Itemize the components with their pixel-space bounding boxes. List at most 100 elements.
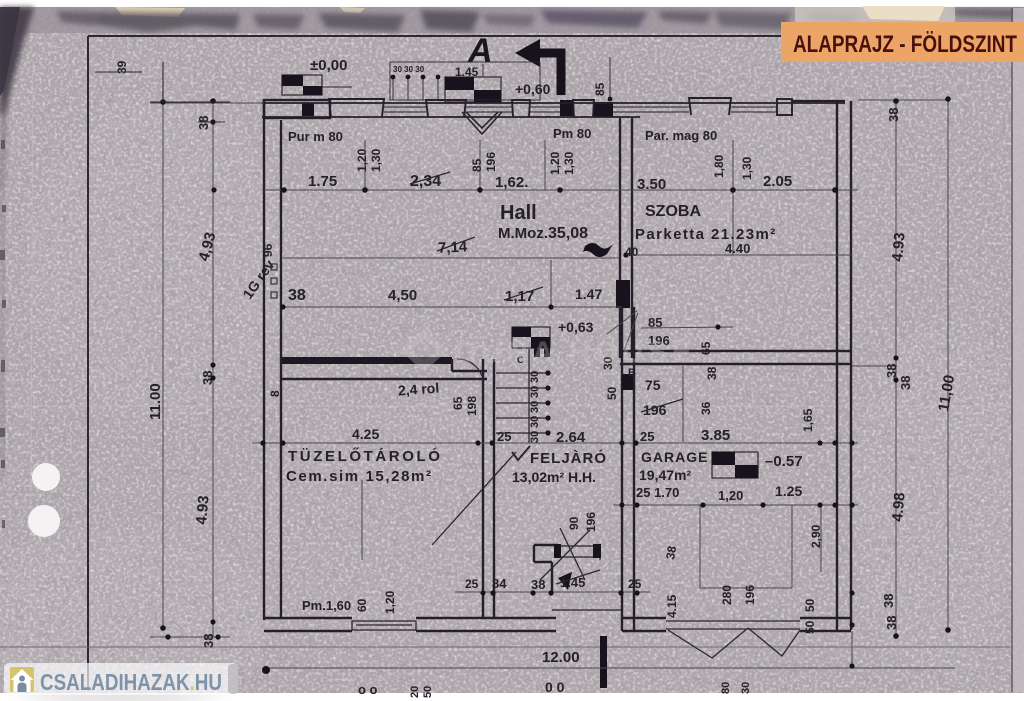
svg-text:Pm.1,60: Pm.1,60 [302, 598, 351, 613]
svg-text:4.98: 4.98 [889, 492, 908, 523]
svg-text:196: 196 [743, 585, 757, 605]
svg-text:38: 38 [288, 287, 306, 304]
svg-text:0 0: 0 0 [545, 679, 565, 695]
svg-text:Cem.sim 15,28m²: Cem.sim 15,28m² [286, 468, 433, 485]
svg-text:30: 30 [529, 431, 541, 443]
svg-text:50: 50 [803, 598, 817, 612]
svg-text:1,30: 1,30 [369, 148, 383, 172]
svg-text:38: 38 [881, 594, 896, 608]
svg-text:1,62.: 1,62. [495, 174, 528, 191]
svg-text:96: 96 [261, 243, 275, 257]
svg-text:–0.57: –0.57 [765, 453, 803, 470]
svg-text:1,65: 1,65 [801, 408, 815, 432]
svg-text:38: 38 [898, 376, 913, 390]
svg-text:85: 85 [648, 315, 662, 330]
svg-text:196: 196 [484, 152, 498, 172]
svg-text:1,80: 1,80 [712, 154, 726, 178]
svg-text:25: 25 [640, 429, 654, 444]
svg-text:4.25: 4.25 [352, 426, 379, 442]
svg-text:30: 30 [740, 682, 752, 694]
svg-text:25: 25 [497, 429, 511, 444]
svg-text:1.47: 1.47 [575, 286, 602, 302]
svg-text:2,90: 2,90 [809, 524, 823, 548]
svg-text:4.15: 4.15 [665, 594, 679, 618]
svg-text:25: 25 [628, 577, 642, 591]
svg-text:11.00: 11.00 [147, 383, 164, 420]
svg-text:1,20: 1,20 [383, 590, 397, 614]
svg-text:1,30: 1,30 [740, 156, 754, 180]
svg-text:TÜZELŐTÁROLÓ: TÜZELŐTÁROLÓ [288, 447, 443, 465]
svg-text:90: 90 [567, 516, 581, 530]
svg-text:85: 85 [470, 158, 484, 172]
svg-text:o o: o o [358, 682, 378, 697]
svg-text:Parketta 21.23m²: Parketta 21.23m² [635, 226, 777, 243]
svg-text:+0,63: +0,63 [558, 319, 594, 335]
svg-text:30: 30 [529, 416, 541, 428]
svg-text:3.50: 3.50 [637, 176, 666, 193]
svg-text:75: 75 [645, 377, 661, 393]
svg-text:1.45: 1.45 [560, 575, 585, 590]
svg-text:2.05: 2.05 [763, 173, 792, 190]
svg-text:25 1.70: 25 1.70 [636, 485, 679, 500]
svg-text:1.25: 1.25 [775, 483, 802, 499]
svg-text:C: C [517, 355, 524, 365]
svg-text:ALAPRAJZ - FÖLDSZINT: ALAPRAJZ - FÖLDSZINT [793, 31, 1017, 58]
svg-text:25: 25 [465, 577, 479, 591]
svg-text:65: 65 [699, 341, 713, 355]
svg-text:12.00: 12.00 [542, 649, 580, 666]
svg-text:38: 38 [201, 634, 216, 648]
svg-text:4.93: 4.93 [193, 495, 212, 526]
svg-text:FELJÀRÓ: FELJÀRÓ [530, 449, 607, 467]
svg-text:38: 38 [200, 371, 215, 385]
svg-text:38: 38 [531, 577, 545, 592]
svg-text:1,20: 1,20 [355, 148, 369, 172]
svg-text:1,20: 1,20 [548, 151, 562, 175]
svg-text:SZOBA: SZOBA [645, 203, 701, 220]
svg-text:B: B [628, 367, 636, 379]
svg-text:85: 85 [593, 82, 607, 96]
svg-text:38: 38 [884, 616, 899, 630]
svg-text:20: 20 [409, 686, 421, 698]
svg-text:3.85: 3.85 [701, 427, 730, 444]
svg-text:4,50: 4,50 [388, 287, 417, 304]
svg-text:Pm 80: Pm 80 [553, 126, 591, 141]
svg-text:80: 80 [720, 682, 732, 694]
svg-text:30: 30 [601, 356, 615, 370]
svg-text:38: 38 [886, 108, 901, 122]
svg-text:1,30: 1,30 [562, 151, 576, 175]
svg-text:39: 39 [115, 60, 129, 74]
svg-text:30 30 30: 30 30 30 [393, 65, 425, 74]
svg-text:40: 40 [625, 245, 639, 259]
svg-text:30: 30 [529, 386, 541, 398]
svg-text:A: A [467, 32, 493, 70]
svg-text:36: 36 [699, 401, 713, 415]
svg-text:1,17: 1,17 [505, 288, 534, 305]
svg-text:19,47m²: 19,47m² [639, 467, 691, 483]
svg-text:38: 38 [196, 116, 211, 130]
svg-text:196: 196 [584, 512, 598, 532]
svg-text:50: 50 [422, 686, 434, 698]
svg-text:2,4 rol: 2,4 rol [397, 380, 439, 399]
svg-text:38: 38 [884, 364, 899, 378]
svg-text:198: 198 [465, 396, 479, 416]
svg-text:38: 38 [705, 366, 719, 380]
svg-text:196: 196 [648, 333, 670, 348]
svg-text:2.64: 2.64 [556, 429, 586, 446]
svg-text:8: 8 [268, 390, 282, 397]
svg-text:Hall: Hall [500, 202, 537, 224]
svg-text:M.Moz.35,08: M.Moz.35,08 [498, 225, 588, 242]
svg-text:1.75: 1.75 [308, 173, 337, 190]
svg-text:280: 280 [720, 585, 734, 605]
svg-text:±0,00: ±0,00 [310, 57, 347, 74]
svg-text:Pur m 80: Pur m 80 [288, 129, 343, 144]
svg-text:84: 84 [492, 576, 507, 591]
svg-text:1,20: 1,20 [718, 488, 743, 503]
svg-text:30: 30 [529, 401, 541, 413]
svg-text:DUNA HOUSE: DUNA HOUSE [455, 336, 696, 369]
svg-text:4,93: 4,93 [195, 230, 219, 263]
svg-text:1.45: 1.45 [455, 65, 479, 79]
svg-text:50: 50 [803, 620, 817, 634]
svg-text:13,02m² H.H.: 13,02m² H.H. [512, 469, 596, 485]
svg-text:4.40: 4.40 [725, 241, 750, 256]
svg-text:Par. mag 80: Par. mag 80 [645, 128, 717, 143]
